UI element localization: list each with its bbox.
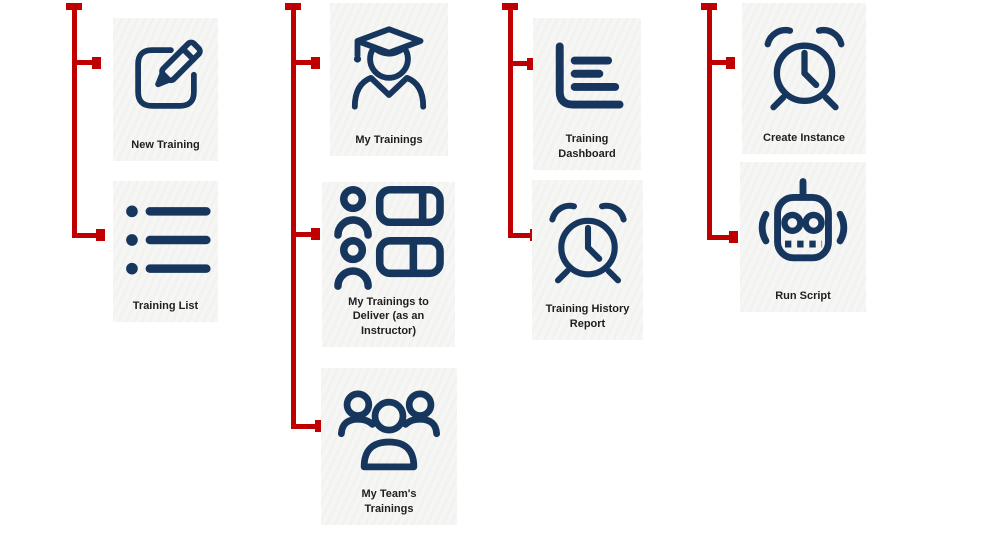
- connector-branch-cap: [311, 57, 320, 69]
- card-label: My Trainings to Deliver (as an Instructo…: [348, 296, 429, 337]
- connector-branch-cap: [315, 420, 324, 432]
- card-new-training[interactable]: New Training: [113, 18, 218, 161]
- card-my-trainings[interactable]: My Trainings: [330, 3, 448, 156]
- connector-branch-cap: [96, 229, 105, 241]
- team-icon: [321, 368, 457, 487]
- card-label: Training History Report: [545, 303, 630, 330]
- card-my-teams-trainings[interactable]: My Team's Trainings: [321, 368, 457, 525]
- people-sliders-icon: [322, 182, 455, 295]
- connector-branch-cap: [726, 57, 735, 69]
- connector-branch: [707, 235, 731, 240]
- robot-icon: [740, 162, 866, 289]
- connector-line: [72, 5, 77, 238]
- bullet-list-icon: [113, 181, 218, 299]
- connector-line: [707, 5, 712, 240]
- card-run-script[interactable]: Run Script: [740, 162, 866, 312]
- connector-branch: [72, 233, 98, 238]
- connector-branch-cap: [729, 231, 738, 243]
- connector-line: [508, 5, 513, 238]
- card-label: New Training: [131, 138, 200, 151]
- edit-icon: [113, 18, 218, 138]
- bar-chart-icon: [533, 18, 641, 132]
- card-label: Training List: [132, 299, 199, 312]
- connector-branch: [77, 60, 93, 65]
- connector-branch: [296, 232, 312, 237]
- card-label: Training Dashboard: [558, 133, 616, 160]
- card-training-dashboard[interactable]: Training Dashboard: [533, 18, 641, 170]
- connector-branch: [296, 60, 312, 65]
- connector-branch: [513, 61, 528, 66]
- connector-branch: [291, 424, 317, 429]
- connector-branch-cap: [311, 228, 320, 240]
- card-label: Create Instance: [763, 131, 845, 144]
- graduate-icon: [330, 3, 448, 133]
- card-my-trainings-to-deliver[interactable]: My Trainings to Deliver (as an Instructo…: [322, 182, 455, 347]
- card-create-instance[interactable]: Create Instance: [742, 3, 866, 154]
- card-label: My Team's Trainings: [361, 488, 417, 515]
- connector-branch-cap: [527, 58, 536, 70]
- card-training-history-report[interactable]: Training History Report: [532, 180, 643, 340]
- connector-line: [291, 5, 296, 429]
- connector-branch: [508, 233, 532, 238]
- alarm-clock-icon: [532, 180, 643, 302]
- card-label: Run Script: [775, 289, 831, 302]
- card-label: My Trainings: [355, 133, 423, 146]
- connector-branch: [712, 60, 727, 65]
- alarm-clock-icon: [742, 3, 866, 131]
- card-training-list[interactable]: Training List: [113, 181, 218, 322]
- connector-branch-cap: [92, 57, 101, 69]
